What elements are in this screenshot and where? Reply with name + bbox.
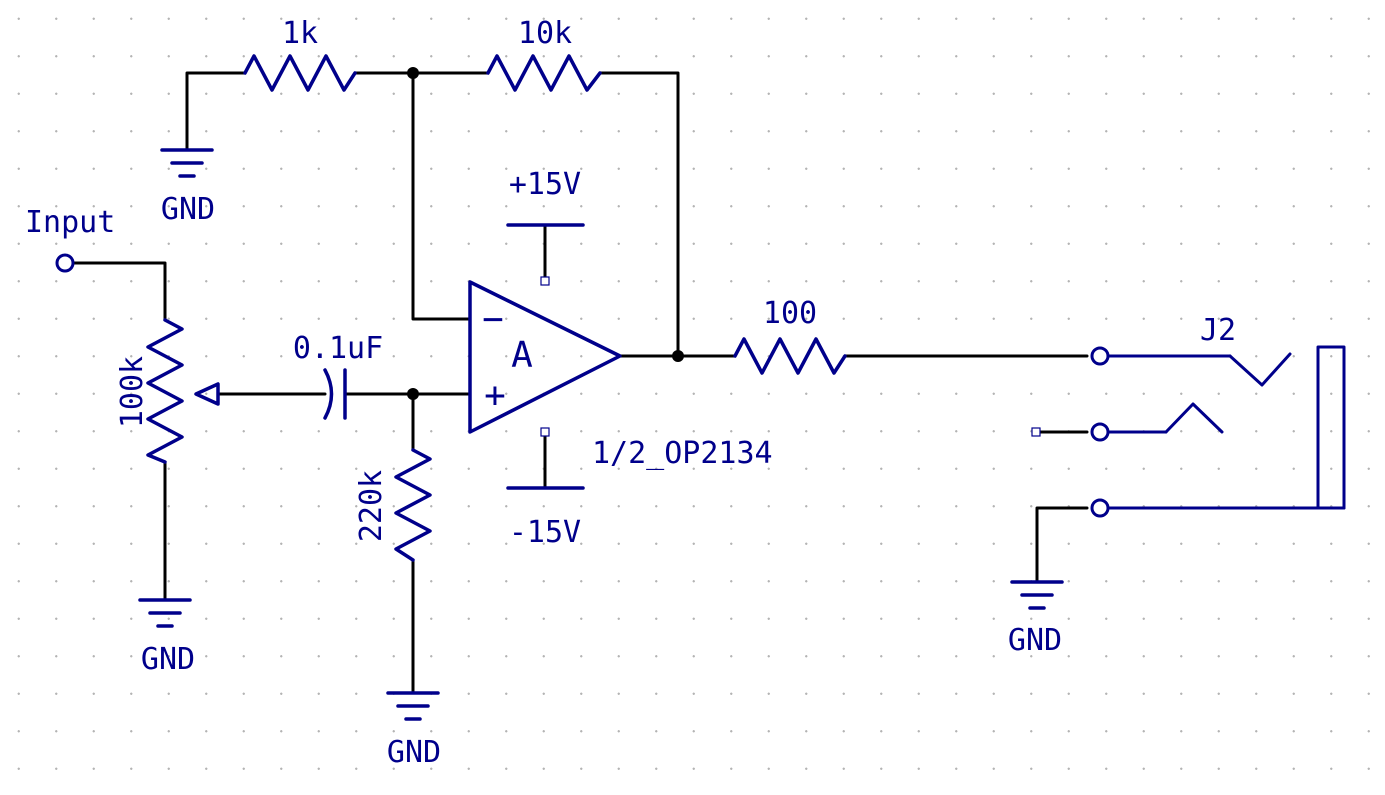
jack-ring-nc-marker	[1031, 427, 1041, 437]
ground-symbol-pot	[138, 598, 192, 628]
label-gnd-pot: GND	[141, 642, 195, 677]
capacitor-0-1uf	[323, 368, 347, 420]
wire-input-to-pot	[72, 261, 167, 322]
resistor-10k	[486, 54, 602, 92]
label-100: 100	[763, 296, 817, 331]
label-input: Input	[25, 205, 115, 240]
wires	[72, 71, 1089, 695]
jack-tip-pin	[1090, 346, 1110, 366]
wire-gnd-to-1k	[185, 71, 247, 152]
potentiometer-wiper-arrow	[194, 382, 220, 406]
ground-symbol-220k	[386, 691, 440, 721]
label-vneg: -15V	[509, 515, 581, 550]
jack-j2	[1031, 345, 1346, 518]
label-vpos: +15V	[509, 167, 581, 202]
opamp	[468, 223, 622, 490]
resistor-100	[733, 337, 847, 375]
label-gnd-top: GND	[161, 192, 215, 227]
jack-tip-contact	[1228, 352, 1292, 387]
junction-top	[407, 67, 419, 79]
label-10k: 10k	[518, 16, 572, 51]
label-jack: J2	[1200, 313, 1236, 348]
input-terminal	[55, 253, 75, 273]
label-gnd-jack: GND	[1008, 623, 1062, 658]
label-opamp-unit: A	[511, 335, 533, 376]
opamp-vneg-pin-marker	[540, 427, 550, 437]
label-opamp-minus: −	[482, 299, 504, 340]
opamp-vpos-pin-marker	[540, 276, 550, 286]
potentiometer-body	[146, 318, 184, 464]
label-gnd-220k: GND	[387, 735, 441, 770]
label-220k: 220k	[354, 470, 389, 542]
label-opamp-part: 1/2_OP2134	[592, 436, 773, 471]
label-1k: 1k	[282, 16, 318, 51]
jack-sleeve-body	[1316, 345, 1346, 510]
opamp-triangle	[468, 280, 622, 434]
junction-output	[672, 350, 684, 362]
label-pot-100k: 100k	[115, 356, 150, 428]
jack-ring-pin	[1090, 422, 1110, 442]
ground-symbol-jack	[1010, 580, 1064, 610]
capacitor-plate-curved	[323, 368, 334, 420]
junction-noninv	[407, 388, 419, 400]
wire-10k-to-output	[598, 71, 680, 358]
ground-symbol-top	[160, 148, 214, 178]
jack-sleeve-pin	[1090, 498, 1110, 518]
label-cap: 0.1uF	[293, 331, 383, 366]
resistor-1k	[243, 54, 357, 92]
resistor-220k	[394, 448, 432, 562]
wire-jack-sleeve-gnd	[1035, 506, 1089, 584]
label-opamp-plus: +	[484, 375, 506, 416]
wire-node-to-inverting	[411, 71, 472, 321]
potentiometer-100k	[146, 318, 220, 464]
jack-ring-contact	[1164, 402, 1224, 434]
